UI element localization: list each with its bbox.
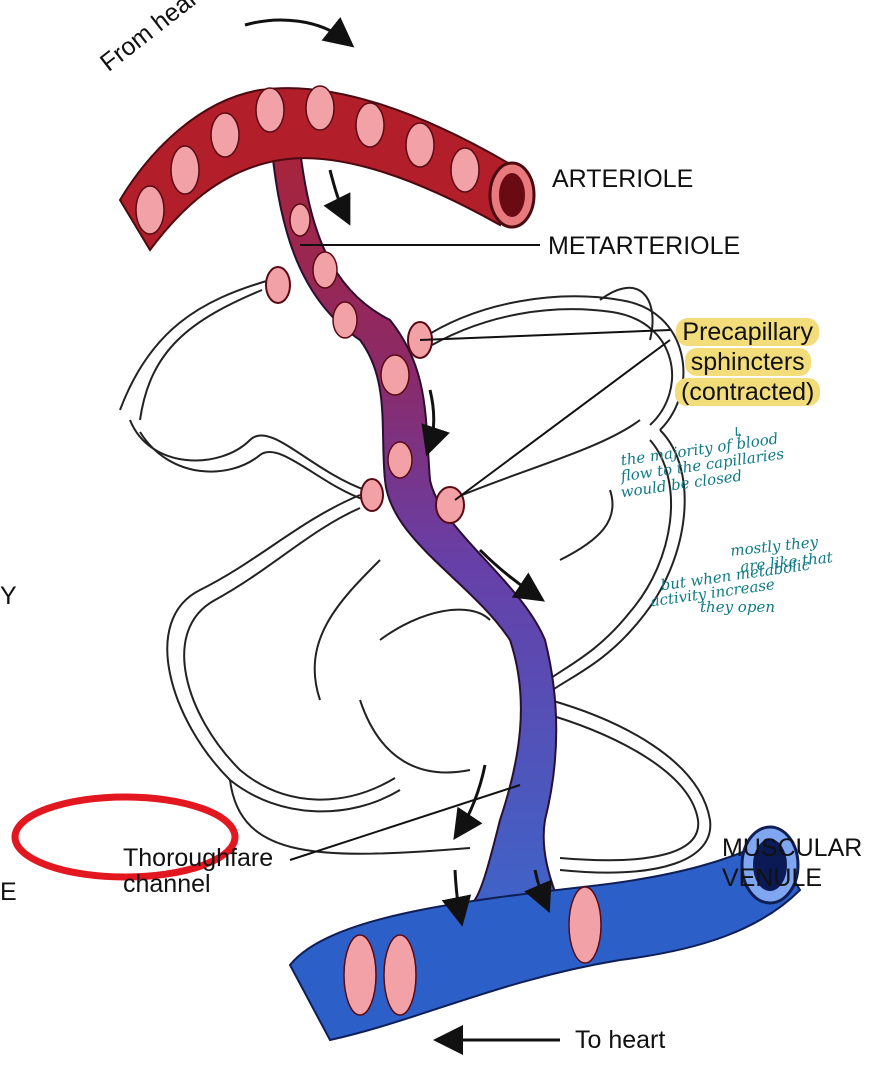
label-precapillary-line2: sphincters [685, 348, 811, 376]
label-thoroughfare-line1: Thoroughfare [123, 844, 273, 872]
note2-line5: they open [700, 599, 851, 615]
label-precapillary-sphincters: Precapillary sphincters (contracted) [675, 317, 820, 407]
label-edge-y: Y [0, 582, 17, 610]
label-edge-e: E [0, 878, 17, 906]
label-to-heart: To heart [575, 1026, 665, 1054]
label-arteriole: ARTERIOLE [552, 165, 693, 193]
handwritten-note-2: mostly they are like that but when metab… [620, 535, 771, 615]
label-metarteriole: METARTERIOLE [548, 232, 740, 260]
label-precapillary-line3: (contracted) [675, 378, 820, 406]
label-precapillary-line1: Precapillary [676, 318, 819, 346]
handwritten-note-1: ↳ the majority of blood flow to the capi… [620, 425, 785, 489]
label-muscular-line2: VENULE [722, 864, 822, 892]
arteriole [120, 86, 534, 250]
label-muscular-line1: MUSCULAR [722, 834, 862, 862]
label-thoroughfare-line2: channel [123, 870, 211, 898]
label-muscular-venule: MUSCULAR VENULE [722, 833, 862, 893]
label-thoroughfare: Thoroughfare channel [123, 845, 273, 897]
